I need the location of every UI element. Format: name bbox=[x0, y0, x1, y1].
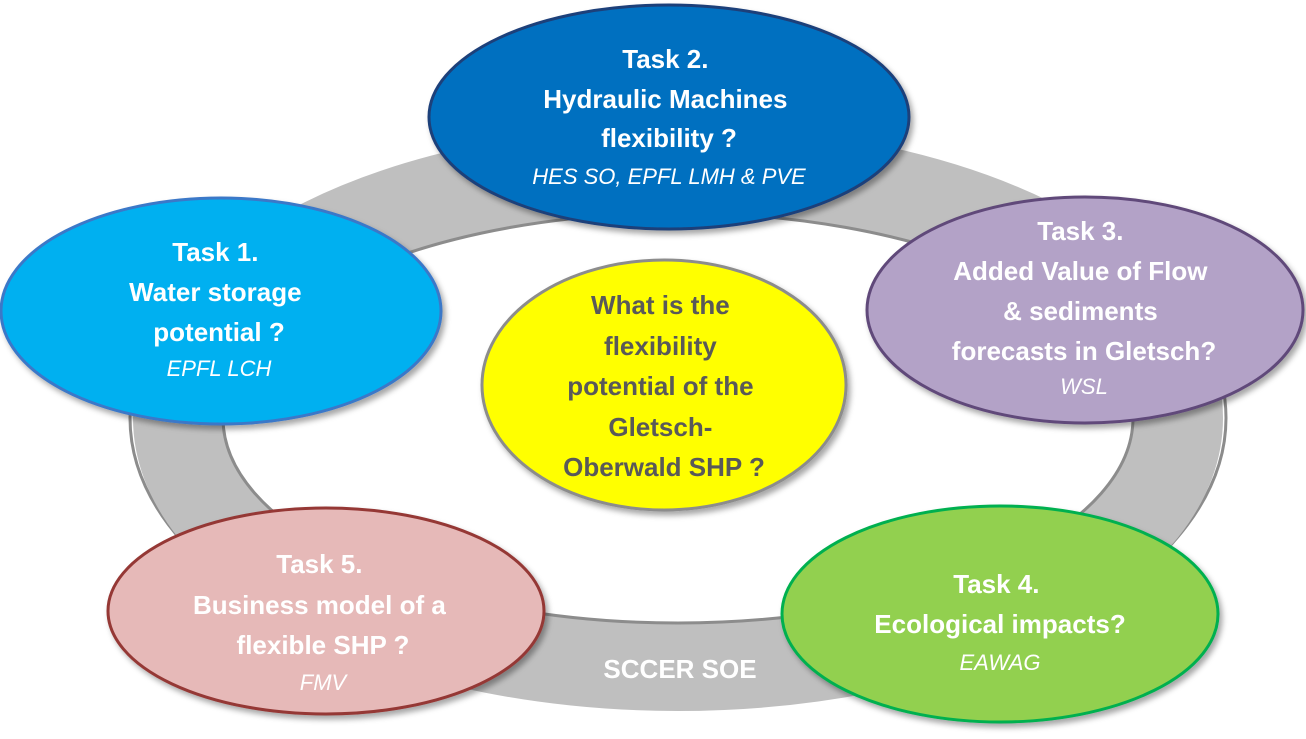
task-1-title: Task 1. Water storage potential ? bbox=[129, 237, 309, 347]
task-4-ellipse bbox=[780, 504, 1220, 724]
task-2-title: Task 2. Hydraulic Machines flexibility ? bbox=[543, 44, 794, 153]
task-1-org: EPFL LCH bbox=[167, 356, 272, 381]
task-2-node: Task 2. Hydraulic Machines flexibility ?… bbox=[427, 3, 911, 231]
ring-label: SCCER SOE bbox=[603, 654, 756, 684]
task-3-ellipse bbox=[865, 195, 1305, 425]
center-node: What is the flexibility potential of the… bbox=[480, 258, 848, 512]
task-2-ellipse bbox=[427, 3, 911, 231]
center-ellipse bbox=[480, 258, 848, 512]
task-5-org: FMV bbox=[300, 670, 349, 695]
task-3-node: Task 3. Added Value of Flow & sediments … bbox=[865, 195, 1305, 425]
task-3-org: WSL bbox=[1060, 374, 1108, 399]
task-3-title: Task 3. Added Value of Flow & sediments … bbox=[952, 216, 1216, 366]
task-1-node: Task 1. Water storage potential ? EPFL L… bbox=[0, 196, 443, 426]
task-4-org: EAWAG bbox=[959, 650, 1040, 675]
task-4-node: Task 4. Ecological impacts? EAWAG bbox=[780, 504, 1220, 724]
task-2-org: HES SO, EPFL LMH & PVE bbox=[532, 164, 806, 189]
task-5-ellipse bbox=[106, 506, 546, 716]
center-question: What is the flexibility potential of the… bbox=[563, 290, 765, 482]
task-5-node: Task 5. Business model of a flexible SHP… bbox=[106, 506, 546, 716]
task-1-ellipse bbox=[0, 196, 443, 426]
task-4-title: Task 4. Ecological impacts? bbox=[874, 569, 1125, 639]
task-5-title: Task 5. Business model of a flexible SHP… bbox=[193, 549, 453, 660]
